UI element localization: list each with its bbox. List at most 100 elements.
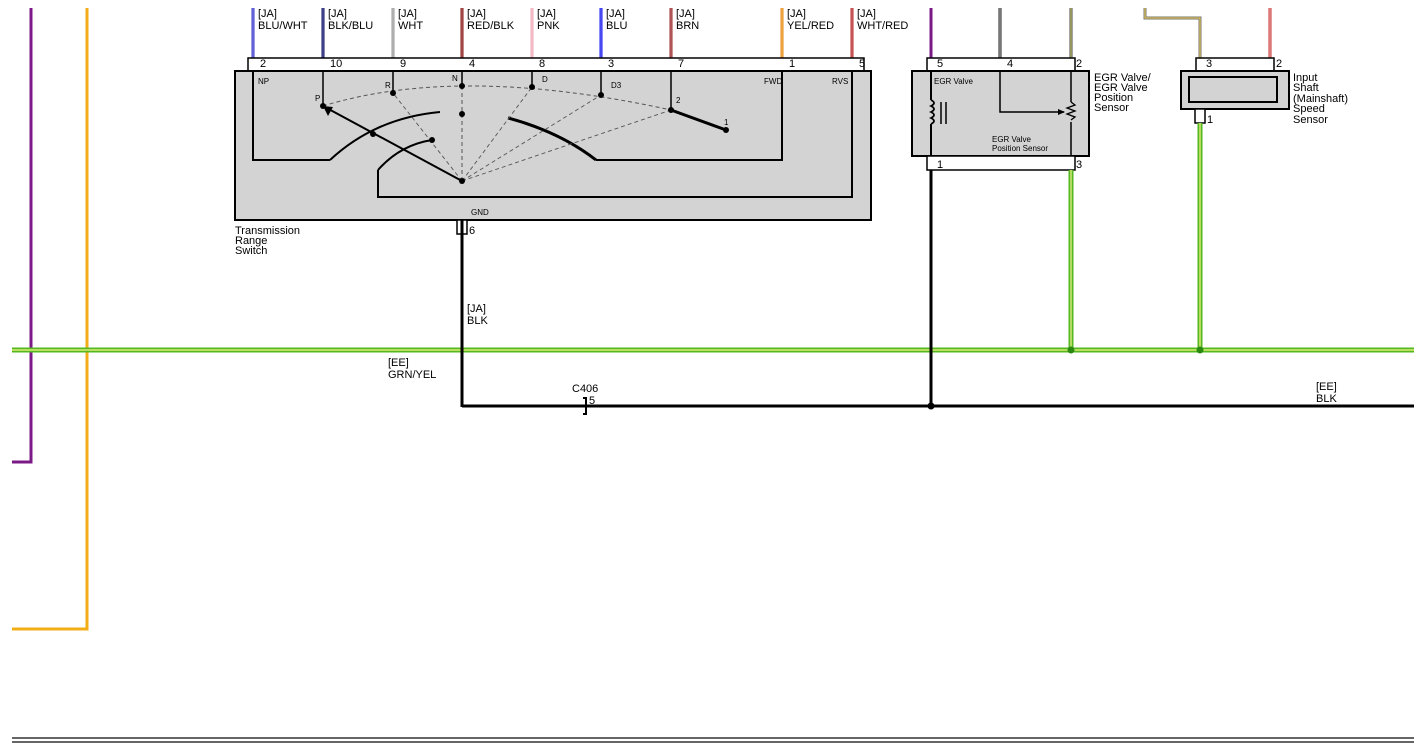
trs-rvs-trace	[377, 72, 853, 198]
egr-inner-sensor-line-2: Position Sensor	[992, 144, 1048, 153]
trs-pin-2: 2	[260, 58, 266, 70]
trs-wire-color-10: BLK/BLU	[328, 20, 373, 32]
trs-np-dot	[370, 131, 376, 137]
trs-gnd-label: GND	[471, 208, 489, 217]
trs-np-arc	[329, 111, 441, 161]
trs-pivot-arm	[322, 105, 463, 182]
trs-terminal-FWD: FWD	[764, 77, 782, 86]
iss-name-line-3: (Mainshaft)	[1293, 93, 1348, 105]
trs-dot-8	[529, 84, 535, 90]
grn-yel-code: [EE]	[388, 357, 409, 369]
trs-terminal-N: N	[452, 74, 458, 83]
trs-selector-arc	[322, 85, 672, 111]
trs-name-line-2: Range	[235, 235, 267, 247]
trs-terminal-2: 2	[676, 96, 681, 105]
trs-wire-code-3: [JA]	[606, 8, 625, 20]
trs-dot-10	[320, 103, 326, 109]
egr-name-line-3: Position	[1094, 92, 1133, 104]
trs-dash-7	[461, 109, 672, 182]
trs-contact-1-dot	[723, 127, 729, 133]
trs-dot-4	[459, 83, 465, 89]
trs-dash-3	[461, 94, 602, 182]
ground-wire-code: [JA]	[467, 303, 486, 315]
trs-loop	[377, 139, 433, 171]
trs-terminal-NP: NP	[258, 77, 269, 86]
egr-name-line-1: EGR Valve/	[1094, 72, 1152, 84]
trs-wire-color-2: BLU/WHT	[258, 20, 308, 32]
egr-pin-5: 5	[937, 58, 943, 70]
trs-terminal-D3: D3	[611, 81, 622, 90]
ground-wire-color: BLK	[467, 315, 488, 327]
egr-solenoid-coil	[928, 99, 935, 125]
egr-pin-2: 2	[1076, 58, 1082, 70]
trs-name-line-3: Switch	[235, 245, 267, 257]
left-wires	[12, 8, 89, 631]
trs-pin-8: 8	[539, 58, 545, 70]
iss-bottom-connector	[1194, 108, 1206, 124]
trs-dash-8	[461, 86, 533, 182]
trs-pin-3: 3	[608, 58, 614, 70]
trs-contact-2-1	[670, 108, 727, 132]
trs-wire-code-10: [JA]	[328, 8, 347, 20]
trs-fwd-trace	[596, 72, 783, 161]
egr-pin-4: 4	[1007, 58, 1013, 70]
trs-terminal-P: P	[315, 94, 320, 103]
egr-inner-valve-label: EGR Valve	[934, 77, 974, 86]
trs-pin-4: 4	[469, 58, 475, 70]
egr-valve-assembly: EGR Valve EGR Valve Position Sensor 5 4 …	[911, 8, 1152, 354]
trs-wire-color-5: WHT/RED	[857, 20, 908, 32]
c406-connector-mark	[583, 397, 587, 415]
trs-center-dot	[459, 111, 465, 117]
trs-pivot-arrow	[323, 106, 333, 116]
trs-wire-color-9: WHT	[398, 20, 423, 32]
egr-name-line-4: Sensor	[1094, 102, 1129, 114]
trs-wire-code-8: [JA]	[537, 8, 556, 20]
trs-wire-color-8: PNK	[537, 20, 560, 32]
trs-pivot	[459, 178, 465, 184]
blk-bus-color: BLK	[1316, 393, 1337, 405]
trs-body	[234, 70, 872, 221]
trs-wire-color-1: YEL/RED	[787, 20, 834, 32]
iss-name-line-5: Sensor	[1293, 114, 1328, 126]
transmission-range-switch: [JA]BLU/WHT[JA]BLK/BLU[JA]WHT[JA]RED/BLK…	[234, 8, 908, 257]
trs-dot-3	[598, 92, 604, 98]
trs-wire-code-7: [JA]	[676, 8, 695, 20]
c406-label: C406	[572, 383, 598, 395]
trs-loop-dot	[429, 137, 435, 143]
egr-sensor-resistor	[1065, 101, 1077, 121]
c406-pin: 5	[589, 395, 595, 407]
iss-pin-2: 2	[1276, 58, 1282, 70]
trs-terminal-RVS: RVS	[832, 77, 848, 86]
ground-bus	[460, 170, 1414, 415]
ground-splice	[927, 402, 935, 410]
trs-wire-color-4: RED/BLK	[467, 20, 515, 32]
trs-name-line-1: Transmission	[235, 225, 300, 237]
trs-dash-9	[392, 92, 463, 182]
trs-wire-code-2: [JA]	[258, 8, 277, 20]
iss-pin-3: 3	[1206, 58, 1212, 70]
trs-wire-code-5: [JA]	[857, 8, 876, 20]
iss-element	[1188, 76, 1278, 103]
trs-pin-5: 5	[859, 58, 865, 70]
trs-wire-color-7: BRN	[676, 20, 699, 32]
egr-pin-3: 3	[1076, 159, 1082, 171]
trs-terminal-D: D	[542, 75, 548, 84]
trs-contact-1-label: 1	[724, 118, 729, 127]
trs-dot-7	[668, 107, 674, 113]
trs-contact-arc	[507, 116, 597, 162]
trs-wire-code-1: [JA]	[787, 8, 806, 20]
egr-bottom-connector	[926, 155, 1076, 171]
trs-np-trace	[252, 72, 330, 161]
trs-pin-10: 10	[330, 58, 342, 70]
page-bottom-rule	[12, 737, 1414, 743]
iss-name-line-2: Shaft	[1293, 82, 1319, 94]
iss-grn-splice	[1196, 346, 1204, 354]
trs-pin-9: 9	[400, 58, 406, 70]
orange-wire	[12, 8, 89, 631]
egr-sensor-wiper	[999, 72, 1064, 113]
trs-wire-code-9: [JA]	[398, 8, 417, 20]
trs-terminal-R: R	[385, 81, 391, 90]
egr-grn-splice	[1067, 346, 1075, 354]
